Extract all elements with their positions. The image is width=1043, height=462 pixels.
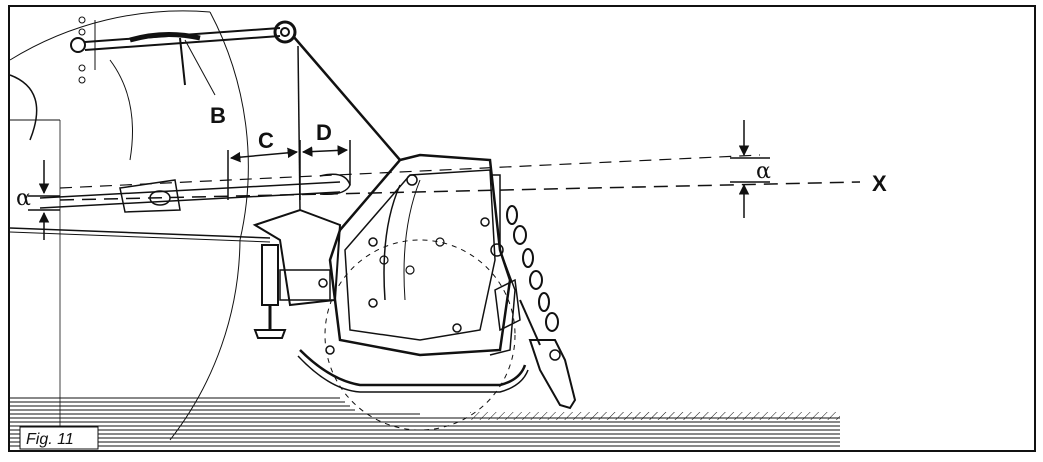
chain [506,205,559,332]
rear-flap [519,299,577,410]
tiller-body [325,153,512,357]
ground-lines [10,397,840,447]
label-x: X [872,171,887,196]
reference-line-x [59,181,861,201]
pto-shaft [9,173,351,243]
label-d: D [316,120,332,145]
dimension-c-d [227,140,351,200]
rear-shield [297,349,529,393]
figure-frame [8,5,1036,452]
rotor-circle [324,239,516,431]
label-alpha-right: α [756,159,771,184]
tractor-wheel [9,10,249,441]
top-link-b [70,27,281,96]
label-alpha-left: α [16,186,31,211]
inclined-line [59,154,761,189]
label-c: C [258,128,274,153]
label-b: B [210,103,226,128]
alpha-marker-left [28,160,60,240]
soil-hatching [470,412,840,420]
figure-caption: Fig. 11 [26,431,74,448]
hitch-frame [252,208,342,339]
side-plate [489,174,521,356]
caption-box: Fig. 11 [19,426,99,450]
alpha-marker-right [730,120,770,218]
